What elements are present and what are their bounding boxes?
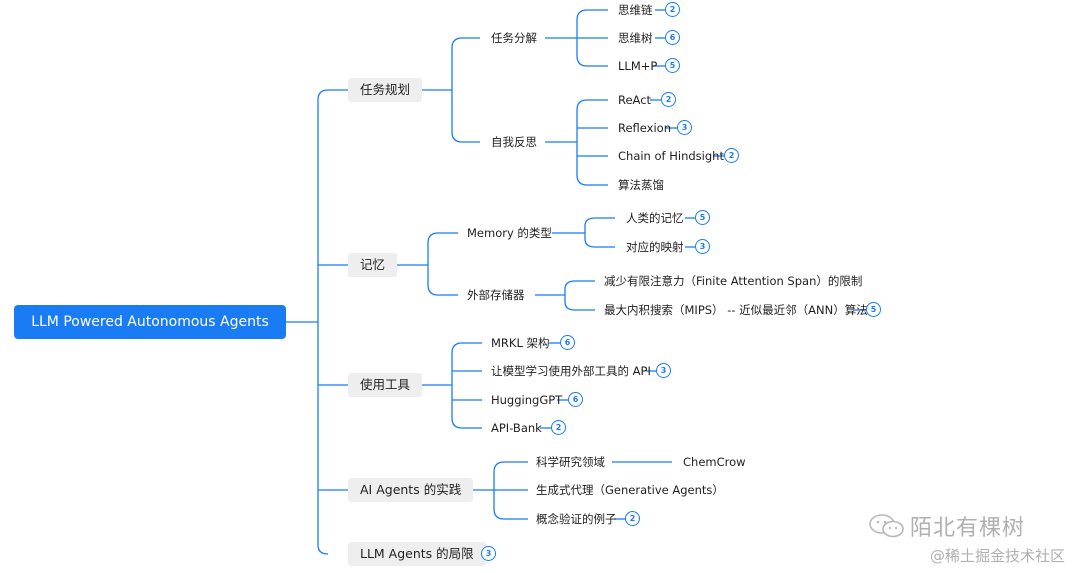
node-coh[interactable]: Chain of Hindsight <box>618 149 724 163</box>
node-finite-attention[interactable]: 减少有限注意力（Finite Attention Span）的限制 <box>604 274 863 288</box>
count-badge[interactable]: 2 <box>665 2 680 17</box>
node-decompose[interactable]: 任务分解 <box>491 31 537 45</box>
node-cot[interactable]: 思维链 <box>618 3 653 17</box>
node-generative-agents[interactable]: 生成式代理（Generative Agents） <box>536 483 724 497</box>
wechat-icon <box>869 514 904 538</box>
watermark-site: @稀土掘金技术社区 <box>930 547 1066 565</box>
count-badge[interactable]: 3 <box>481 546 496 561</box>
branch-practice[interactable]: AI Agents 的实践 <box>348 478 474 502</box>
count-badge[interactable]: 2 <box>625 511 640 526</box>
node-react[interactable]: ReAct <box>618 93 652 107</box>
node-api-bank[interactable]: API-Bank <box>491 421 542 435</box>
branch-tools[interactable]: 使用工具 <box>348 373 423 397</box>
count-badge[interactable]: 2 <box>661 92 676 107</box>
root-node[interactable]: LLM Powered Autonomous Agents <box>14 305 286 339</box>
node-mapping[interactable]: 对应的映射 <box>626 240 684 254</box>
count-badge[interactable]: 5 <box>866 302 881 317</box>
branch-memory[interactable]: 记忆 <box>348 253 398 277</box>
count-badge[interactable]: 6 <box>665 30 680 45</box>
count-badge[interactable]: 2 <box>551 420 566 435</box>
branch-limits[interactable]: LLM Agents 的局限 <box>348 542 486 566</box>
count-badge[interactable]: 6 <box>560 335 575 350</box>
node-mips[interactable]: 最大内积搜索（MIPS） -- 近似最近邻（ANN）算法 <box>604 303 868 317</box>
node-human-memory[interactable]: 人类的记忆 <box>626 211 684 225</box>
count-badge[interactable]: 2 <box>724 148 739 163</box>
node-llmp[interactable]: LLM+P <box>618 59 658 73</box>
node-mrkl[interactable]: MRKL 架构 <box>491 336 550 350</box>
node-reflect[interactable]: 自我反思 <box>491 135 537 149</box>
count-badge[interactable]: 5 <box>695 210 710 225</box>
count-badge[interactable]: 3 <box>695 239 710 254</box>
count-badge[interactable]: 3 <box>656 363 671 378</box>
node-tot[interactable]: 思维树 <box>618 31 653 45</box>
node-poc[interactable]: 概念验证的例子 <box>536 512 617 526</box>
node-chemcrow[interactable]: ChemCrow <box>683 455 746 469</box>
node-hugginggpt[interactable]: HuggingGPT <box>491 393 563 407</box>
node-external-storage[interactable]: 外部存储器 <box>467 288 525 302</box>
count-badge[interactable]: 5 <box>665 58 680 73</box>
node-reflexion[interactable]: Reflexion <box>618 121 671 135</box>
branch-planning[interactable]: 任务规划 <box>348 78 423 102</box>
count-badge[interactable]: 3 <box>677 120 692 135</box>
watermark-author: 陌北有棵树 <box>910 516 1026 541</box>
node-learn-api[interactable]: 让模型学习使用外部工具的 API <box>491 364 651 378</box>
node-memory-types[interactable]: Memory 的类型 <box>467 226 552 240</box>
count-badge[interactable]: 6 <box>568 392 583 407</box>
node-science[interactable]: 科学研究领域 <box>536 455 605 469</box>
node-distill[interactable]: 算法蒸馏 <box>618 178 664 192</box>
